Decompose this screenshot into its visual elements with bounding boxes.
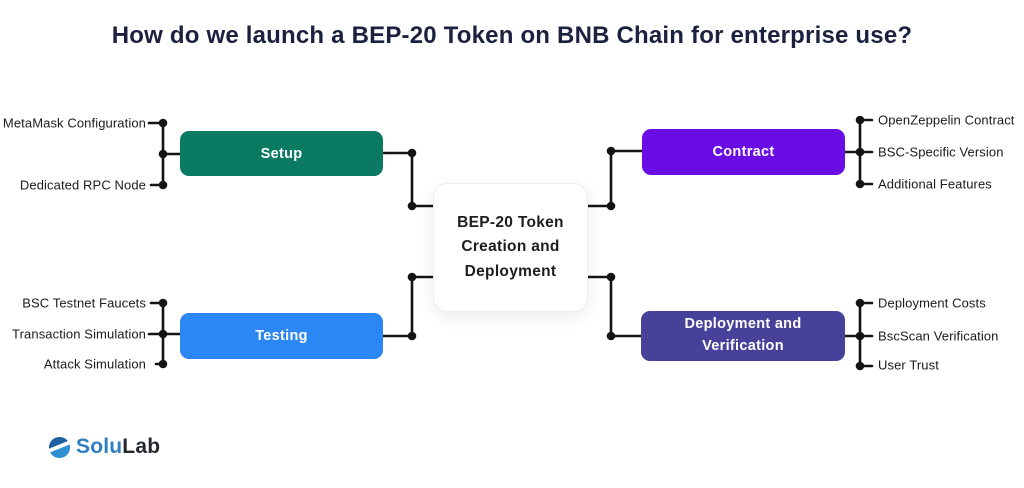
logo-text-lab: Lab xyxy=(122,435,161,458)
leaf-attack-simulation: Attack Simulation xyxy=(43,356,146,372)
node-testing: Testing xyxy=(180,313,383,359)
page-title: How do we launch a BEP-20 Token on BNB C… xyxy=(111,22,913,49)
leaf-metamask-configuration: MetaMask Configuration xyxy=(2,115,146,131)
leaf-additional-features: Additional Features xyxy=(878,176,992,192)
leaf-user-trust: User Trust xyxy=(878,357,939,373)
node-setup: Setup xyxy=(180,131,383,176)
leaf-deployment-costs: Deployment Costs xyxy=(878,295,986,311)
leaf-openzeppelin-contract: OpenZeppelin Contract xyxy=(878,112,1015,128)
node-contract: Contract xyxy=(642,129,845,175)
leaf-bscscan-verification: BscScan Verification xyxy=(878,328,999,344)
solulab-logo-icon xyxy=(48,436,71,458)
node-center-bep20-token: BEP-20 Token Creation and Deployment xyxy=(433,183,588,312)
leaf-dedicated-rpc-node: Dedicated RPC Node xyxy=(19,177,146,193)
logo-text-solu: Solu xyxy=(76,435,123,458)
leaf-bsc-specific-version: BSC-Specific Version xyxy=(878,144,1004,160)
solulab-logo: SoluLab xyxy=(48,435,160,459)
node-deployment-verification: Deployment and Verification xyxy=(641,311,845,361)
leaf-transaction-simulation: Transaction Simulation xyxy=(12,326,146,342)
solulab-logo-text: SoluLab xyxy=(76,435,160,459)
leaf-bsc-testnet-faucets: BSC Testnet Faucets xyxy=(22,295,146,311)
